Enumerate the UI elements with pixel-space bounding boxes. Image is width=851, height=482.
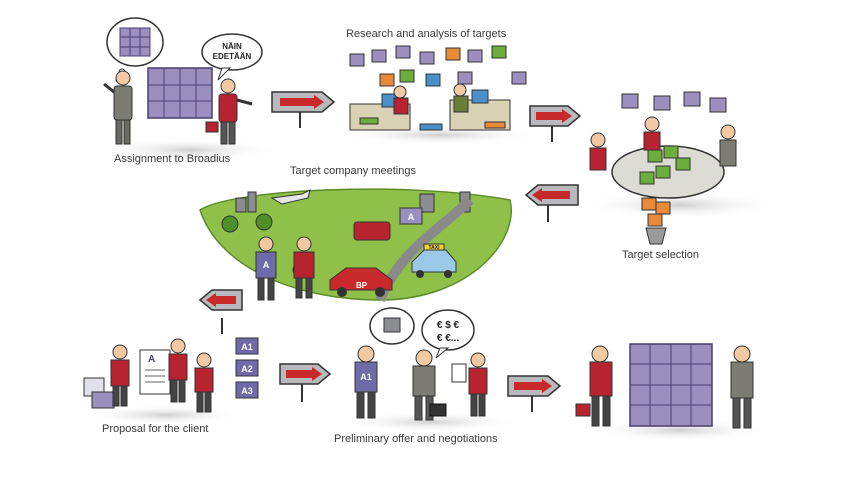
- red-car-icon: [329, 267, 393, 291]
- scene-target-selection: Target selection: [580, 91, 780, 261]
- puzzle-piece-a2: A2: [235, 359, 259, 377]
- consultant-figure: [205, 78, 253, 145]
- monitor-icon: [471, 89, 489, 104]
- red-arrow-icon: [514, 379, 552, 393]
- puzzle-board: [147, 67, 213, 119]
- red-arrow-icon: [532, 188, 570, 202]
- puzzle-piece-a3: A3: [235, 381, 259, 399]
- arrow-sign-right-3: [279, 363, 332, 402]
- speech-bubble: NÄIN EDETÄÄN: [201, 33, 263, 81]
- arrow-sign-right-4: [507, 375, 562, 412]
- scene-company-meetings: Target company meetings A A BP: [199, 165, 512, 302]
- red-arrow-icon: [536, 109, 572, 123]
- arrow-sign-left-2: [198, 289, 243, 334]
- stage-label-proposal: Proposal for the client: [102, 423, 208, 435]
- arrow-sign-right-2: [529, 105, 582, 142]
- stage-label-selection: Target selection: [622, 249, 699, 261]
- scene-assignment: NÄIN EDETÄÄN Assignme: [100, 17, 280, 165]
- taxi-tag: TAXI: [428, 245, 440, 251]
- svg-text:A3: A3: [241, 386, 253, 396]
- green-puzzle-stack: [639, 145, 691, 185]
- car-tag: BP: [356, 281, 368, 290]
- puzzle-pieces-row: [621, 91, 727, 113]
- scene-completed: [575, 343, 770, 442]
- scene-preliminary-offer: € $ € € €... A1 Preliminary offer and ne…: [334, 307, 520, 445]
- puzzle-piece-a1: A1: [235, 337, 259, 355]
- trash-bin-icon: [645, 227, 667, 245]
- svg-text:A2: A2: [241, 364, 253, 374]
- currency-line-2: € €...: [437, 333, 459, 344]
- thought-bubble: [106, 17, 164, 83]
- red-arrow-icon: [206, 293, 236, 307]
- stage-label-assignment: Assignment to Broadius: [114, 153, 231, 165]
- airplane-icon: [270, 189, 311, 205]
- scene-research: Research and analysis of targets: [340, 28, 540, 145]
- scene-proposal: A A1 A2 A3 Proposal fo: [83, 337, 259, 435]
- sheet-tag: A: [148, 354, 155, 365]
- speech-line-2: EDETÄÄN: [213, 52, 252, 61]
- small-puzzle-icon: [119, 27, 151, 57]
- bus-icon: [353, 221, 391, 241]
- briefcase-icon: [575, 403, 591, 417]
- stage-label-research: Research and analysis of targets: [346, 28, 507, 40]
- person-tag-a1: A1: [360, 372, 372, 382]
- stage-label-offer: Preliminary offer and negotiations: [334, 433, 498, 445]
- red-arrow-icon: [280, 95, 324, 109]
- arrow-sign-left-1: [524, 184, 579, 222]
- speech-line-1: NÄIN: [222, 42, 242, 51]
- person-tag: A: [263, 260, 270, 270]
- office-building: [399, 207, 423, 225]
- building-tag: A: [408, 212, 415, 222]
- factory-icon: [383, 317, 401, 333]
- completed-puzzle: [629, 343, 713, 427]
- currency-line-1: € $ €: [437, 320, 460, 331]
- briefcase-icon: [205, 121, 219, 133]
- red-arrow-icon: [286, 367, 322, 381]
- stage-label-meetings: Target company meetings: [290, 165, 416, 177]
- arrow-sign-right-1: [271, 91, 336, 128]
- puzzle-pieces-cloud: [349, 45, 527, 87]
- svg-text:A1: A1: [241, 342, 253, 352]
- briefcase-icon: [429, 403, 447, 417]
- businessman-figure: [103, 70, 133, 145]
